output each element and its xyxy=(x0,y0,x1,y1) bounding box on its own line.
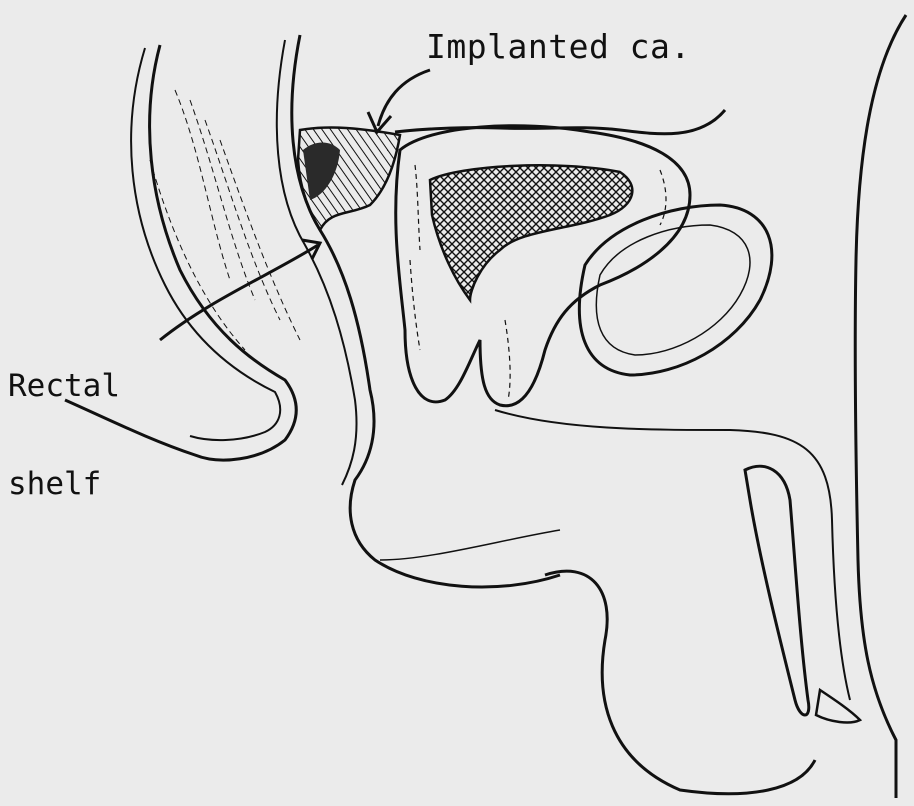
bowel-loop-inner xyxy=(275,39,358,486)
scrotum xyxy=(544,569,817,796)
rectal-shelf-label: Rectal shelf xyxy=(8,305,120,565)
abdominal-wall xyxy=(394,109,727,136)
pubic-bone-inner xyxy=(595,224,751,356)
rectum-inner-wall xyxy=(130,47,282,442)
carcinoma-dark-core xyxy=(303,142,340,200)
pubic-bone xyxy=(577,203,774,377)
perineum-line xyxy=(379,529,561,561)
body-outline xyxy=(853,14,908,798)
implanted-arrowhead xyxy=(366,111,393,135)
bowel-loop-wall xyxy=(290,34,561,589)
penis-outline xyxy=(743,464,811,717)
rectal-shelf-label-line1: Rectal xyxy=(8,368,120,405)
rectum-outer-wall xyxy=(64,44,298,462)
bladder-lumen xyxy=(428,164,634,304)
rectal-shelf-label-line2: shelf xyxy=(8,465,102,502)
implanted-ca-label: Implanted ca. xyxy=(426,27,691,66)
bladder xyxy=(394,124,692,408)
urethra xyxy=(494,409,851,701)
implanted-pointer-arrow xyxy=(376,68,431,127)
bladder-wall-hatching xyxy=(409,164,667,401)
rectal-shelf-pointer-arrow xyxy=(159,243,319,342)
rectal-shelf-arrowhead xyxy=(301,238,323,260)
penis-glans xyxy=(814,687,863,724)
